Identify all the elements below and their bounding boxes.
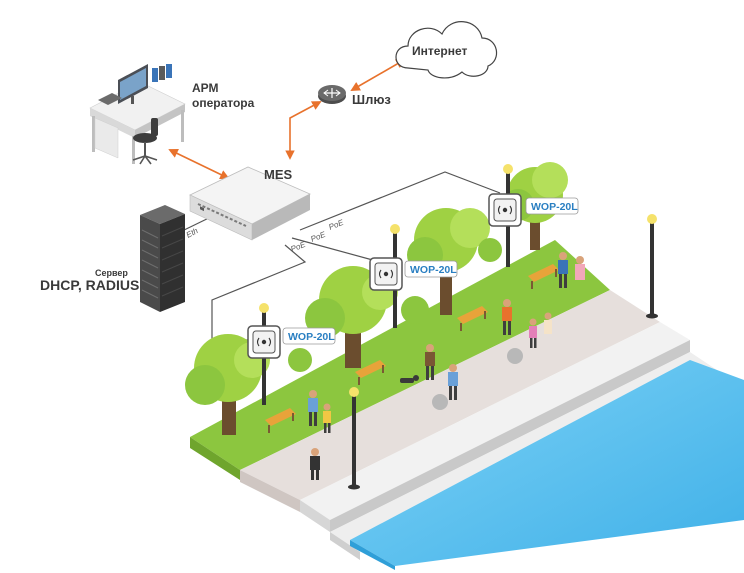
- bollards: [432, 348, 523, 410]
- router-icon: [318, 85, 346, 104]
- cable-poe-1: [299, 171, 501, 231]
- gateway-label: Шлюз: [352, 92, 391, 107]
- cable-poe-2: [291, 237, 381, 263]
- people: [308, 252, 585, 480]
- access-point-2: WOP-20L: [369, 257, 458, 291]
- wifi-access-point-icon: [374, 262, 398, 286]
- server-label-small: Сервер: [95, 268, 128, 278]
- park-embankment: [190, 240, 744, 570]
- access-point-2-label: WOP-20L: [410, 264, 457, 276]
- dog-icon: [400, 375, 419, 383]
- person-icon: [310, 448, 320, 480]
- person-icon: [575, 256, 585, 280]
- access-point-1: WOP-20L: [488, 193, 579, 227]
- workstation-desk-icon: [89, 64, 186, 165]
- person-icon: [448, 364, 458, 400]
- data-flow-arrows: [168, 59, 406, 179]
- bench-icon: [265, 408, 296, 433]
- person-icon: [308, 390, 318, 426]
- access-point-3-label: WOP-20L: [288, 331, 335, 343]
- workstation-label-line2: оператора: [192, 96, 255, 110]
- network-switch-icon: [189, 166, 311, 241]
- person-icon: [502, 299, 512, 335]
- person-icon: [529, 318, 537, 348]
- cloud-icon: Интернет: [395, 21, 498, 79]
- person-icon: [425, 344, 435, 380]
- person-icon: [323, 403, 331, 433]
- benches: [265, 264, 559, 433]
- person-icon: [544, 312, 552, 334]
- arrow-internet-gateway: [350, 59, 406, 91]
- bench-icon: [528, 264, 559, 289]
- server-label-big: DHCP, RADIUS: [40, 277, 139, 293]
- person-icon: [558, 252, 568, 288]
- tree-icon: [185, 334, 270, 435]
- poe-label-1: PoE: [327, 218, 345, 232]
- bench-icon: [355, 360, 386, 385]
- wifi-access-point-icon: [493, 198, 517, 222]
- access-point-1-label: WOP-20L: [531, 201, 578, 213]
- access-point-3: WOP-20L: [247, 325, 336, 359]
- bench-icon: [457, 306, 488, 331]
- wifi-access-point-icon: [252, 330, 276, 354]
- lamp-post-icon: [348, 387, 360, 490]
- internet-label: Интернет: [412, 44, 468, 58]
- lamp-post-icon: [646, 214, 658, 319]
- arrow-gateway-switch: [285, 101, 322, 160]
- switch-label: MES: [264, 167, 293, 182]
- cables: [179, 171, 501, 341]
- server-rack-icon: [140, 205, 185, 312]
- workstation-label-line1: АРМ: [192, 81, 219, 95]
- poe-label-2: PoE: [309, 230, 327, 244]
- arrow-switch-workstation: [168, 149, 230, 179]
